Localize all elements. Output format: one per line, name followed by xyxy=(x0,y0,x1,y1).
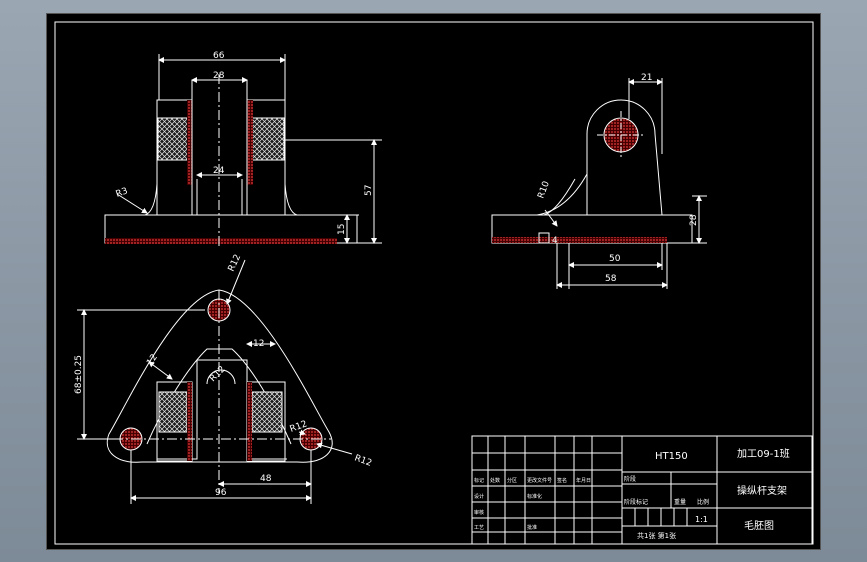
tb-label-weight: 重量 xyxy=(674,498,686,506)
tb-label-count: 处数 xyxy=(490,477,500,484)
front-dim-r3: R3 xyxy=(115,186,130,199)
title-block xyxy=(471,435,813,545)
side-small-step xyxy=(538,232,550,244)
title-scale: 1:1 xyxy=(695,515,708,524)
tb-label-stage: 阶段 xyxy=(624,475,636,483)
front-dim-15: 15 xyxy=(337,224,347,235)
tb-label-zone: 分区 xyxy=(507,477,517,484)
side-dim-50: 50 xyxy=(609,254,621,264)
top-dim-68: 68±0.25 xyxy=(74,355,84,394)
side-dim-58: 58 xyxy=(605,274,617,284)
tb-label-design: 设计 xyxy=(474,493,484,500)
top-dim-r12-corner: R12 xyxy=(353,453,373,468)
cad-drawing: 66 28 24 57 15 R3 21 R10 28 50 58 4 xyxy=(54,21,814,545)
side-view xyxy=(491,78,707,289)
title-part-name: 操纵杆支架 xyxy=(737,484,787,497)
tb-label-review: 审核 xyxy=(474,509,484,516)
drawing-sheet: 66 28 24 57 15 R3 21 R10 28 50 58 4 xyxy=(47,14,820,549)
tb-label-change-doc: 更改文件号 xyxy=(527,477,552,484)
tb-label-date: 年月日 xyxy=(576,477,591,484)
front-dim-28: 28 xyxy=(213,71,225,81)
front-base-hatch xyxy=(105,238,337,244)
tb-label-standard: 标准化 xyxy=(527,493,542,500)
title-material: HT150 xyxy=(655,451,688,462)
front-left-section xyxy=(187,100,192,185)
side-dim-21: 21 xyxy=(641,73,652,83)
side-base-hatch xyxy=(492,237,667,243)
front-dim-57: 57 xyxy=(364,185,374,196)
front-dim-66: 66 xyxy=(213,51,225,61)
tb-label-approve: 批准 xyxy=(527,524,537,531)
front-right-knurl xyxy=(251,117,285,161)
side-dim-r10: R10 xyxy=(536,180,552,200)
top-dim-96: 96 xyxy=(215,488,227,498)
top-dim-r12-center: R12 xyxy=(208,365,228,385)
front-right-section xyxy=(247,100,253,185)
top-view xyxy=(77,259,353,504)
tb-label-mark: 标记 xyxy=(474,477,484,484)
tb-label-process: 工艺 xyxy=(474,525,484,531)
side-rib xyxy=(536,173,588,216)
side-dim-28: 28 xyxy=(689,214,699,226)
side-lug xyxy=(586,99,663,216)
title-sheet-count: 共1张 第1张 xyxy=(637,531,676,540)
tb-label-sign: 签名 xyxy=(557,477,567,484)
front-view xyxy=(104,54,382,249)
top-dim-12-right: 12 xyxy=(253,339,264,349)
front-left-knurl xyxy=(157,117,192,161)
front-dim-24: 24 xyxy=(213,166,225,176)
title-drawing-type: 毛胚图 xyxy=(744,520,774,532)
title-class-name: 加工09-1班 xyxy=(737,448,790,460)
top-dim-48: 48 xyxy=(260,474,272,484)
side-dim-4: 4 xyxy=(552,236,558,246)
top-center-arch xyxy=(206,369,236,385)
tb-label-stage-mark: 阶段标记 xyxy=(624,498,648,506)
inner-border xyxy=(54,21,814,545)
tb-label-scale: 比例 xyxy=(697,498,709,506)
